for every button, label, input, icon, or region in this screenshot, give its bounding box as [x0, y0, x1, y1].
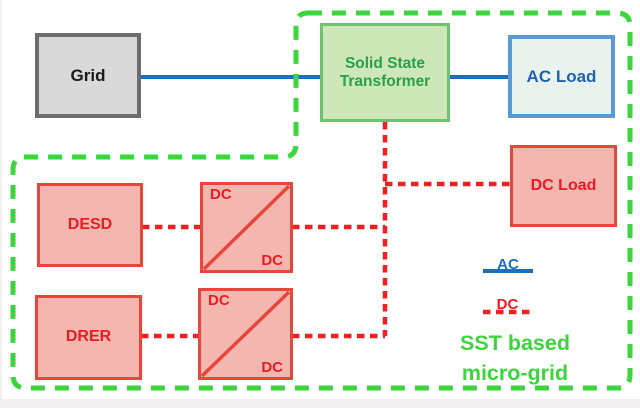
dc-load-label: DC Load — [530, 176, 597, 194]
dc-load-box: DC Load — [510, 145, 617, 227]
frame-left-edge — [0, 0, 2, 408]
ac-load-label: AC Load — [526, 66, 597, 86]
desd-label: DESD — [67, 215, 113, 233]
drer-label: DRER — [65, 328, 112, 346]
converter1-output-label: DC — [261, 252, 283, 269]
converter2-output-label: DC — [261, 359, 283, 376]
diagram-caption: SST based micro-grid — [448, 328, 582, 388]
legend-dc-label: DC — [496, 296, 519, 313]
grid-label: Grid — [70, 65, 106, 85]
sst-label-line2: Transformer — [339, 72, 431, 90]
drer-box: DRER — [35, 295, 142, 380]
caption-line1: SST based — [460, 331, 570, 355]
ac-load-box: AC Load — [508, 35, 615, 118]
sst-label-line1: Solid State — [344, 54, 426, 72]
frame-bottom-edge — [0, 399, 640, 408]
dc-dc-converter-1: DC DC — [200, 182, 293, 273]
legend-ac-label: AC — [497, 256, 519, 273]
grid-box: Grid — [35, 33, 141, 118]
desd-box: DESD — [37, 183, 143, 267]
converter1-diagonal — [203, 185, 290, 270]
dc-dc-converter-2: DC DC — [198, 288, 293, 380]
solid-state-transformer-box: Solid State Transformer — [320, 23, 450, 122]
converter2-input-label: DC — [208, 292, 230, 309]
converter2-diagonal — [201, 291, 290, 377]
converter1-input-label: DC — [210, 186, 232, 203]
caption-line2: micro-grid — [461, 361, 569, 385]
